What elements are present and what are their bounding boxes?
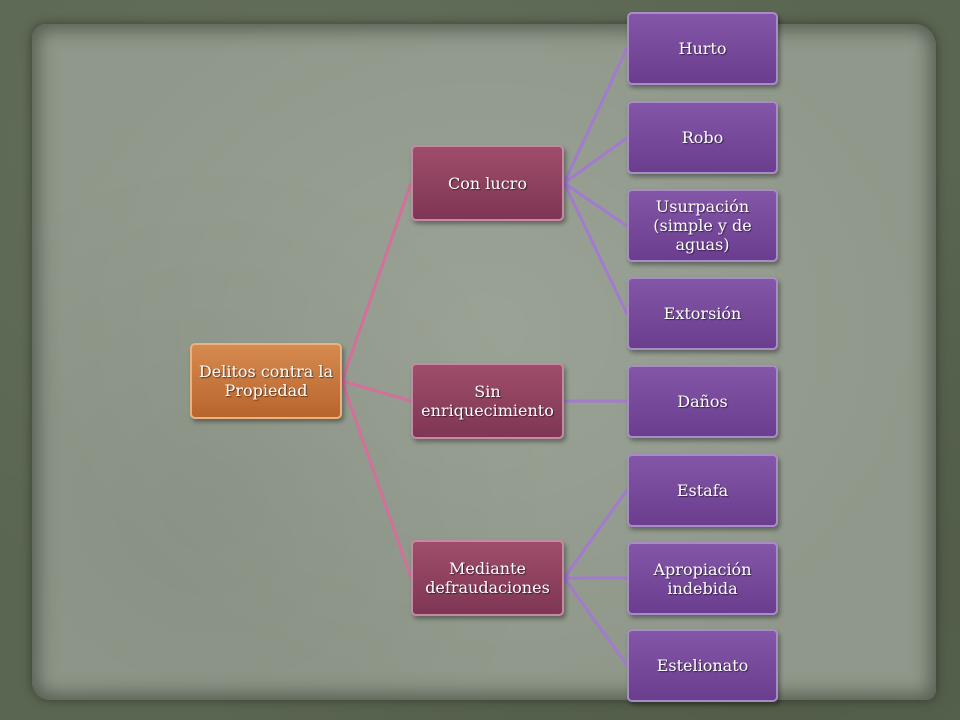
connector-root-defraudaciones: [340, 380, 413, 579]
connector-root-sin-enriquecimiento: [341, 379, 412, 403]
connector-defraudaciones-estafa: [562, 489, 629, 579]
leaf-node-extorsion: Extorsión: [627, 277, 778, 350]
branch-label: Con lucro: [448, 173, 527, 193]
leaf-label: Daños: [677, 392, 728, 411]
leaf-label: Extorsión: [663, 304, 742, 323]
leaf-node-danos: Daños: [627, 365, 778, 438]
leaf-node-estelionato: Estelionato: [627, 629, 778, 702]
branch-label: Mediante defraudaciones: [425, 559, 550, 597]
leaf-node-apropiacion-indebida: Apropiación indebida: [627, 542, 778, 615]
branch-node-sin-enriquecimiento: Sin enriquecimiento: [411, 363, 564, 439]
leaf-node-hurto: Hurto: [627, 12, 778, 85]
connector-defraudaciones-estelionato: [562, 577, 629, 666]
leaf-label: Usurpación (simple y de aguas): [653, 197, 752, 254]
connector-con-lucro-robo: [563, 136, 628, 185]
leaf-label: Apropiación indebida: [653, 559, 752, 598]
branch-label: Sin enriquecimiento: [421, 382, 554, 420]
connector-con-lucro-usurpacion: [563, 181, 628, 228]
connector-root-con-lucro: [340, 182, 413, 382]
root-node-label: Delitos contra la Propiedad: [198, 362, 334, 400]
branch-node-mediante-defraudaciones: Mediante defraudaciones: [411, 540, 564, 616]
root-node: Delitos contra la Propiedad: [190, 343, 342, 419]
leaf-label: Hurto: [678, 39, 727, 58]
branch-node-con-lucro: Con lucro: [411, 145, 564, 221]
leaf-node-robo: Robo: [627, 101, 778, 174]
leaf-label: Estafa: [676, 481, 729, 500]
connector-con-lucro-hurto: [562, 47, 629, 184]
connector-con-lucro-extorsion: [562, 182, 629, 315]
leaf-node-usurpacion: Usurpación (simple y de aguas): [627, 189, 778, 262]
leaf-label: Robo: [681, 128, 724, 147]
leaf-label: Estelionato: [656, 656, 749, 675]
paper-panel: [32, 24, 936, 700]
leaf-node-estafa: Estafa: [627, 454, 778, 527]
